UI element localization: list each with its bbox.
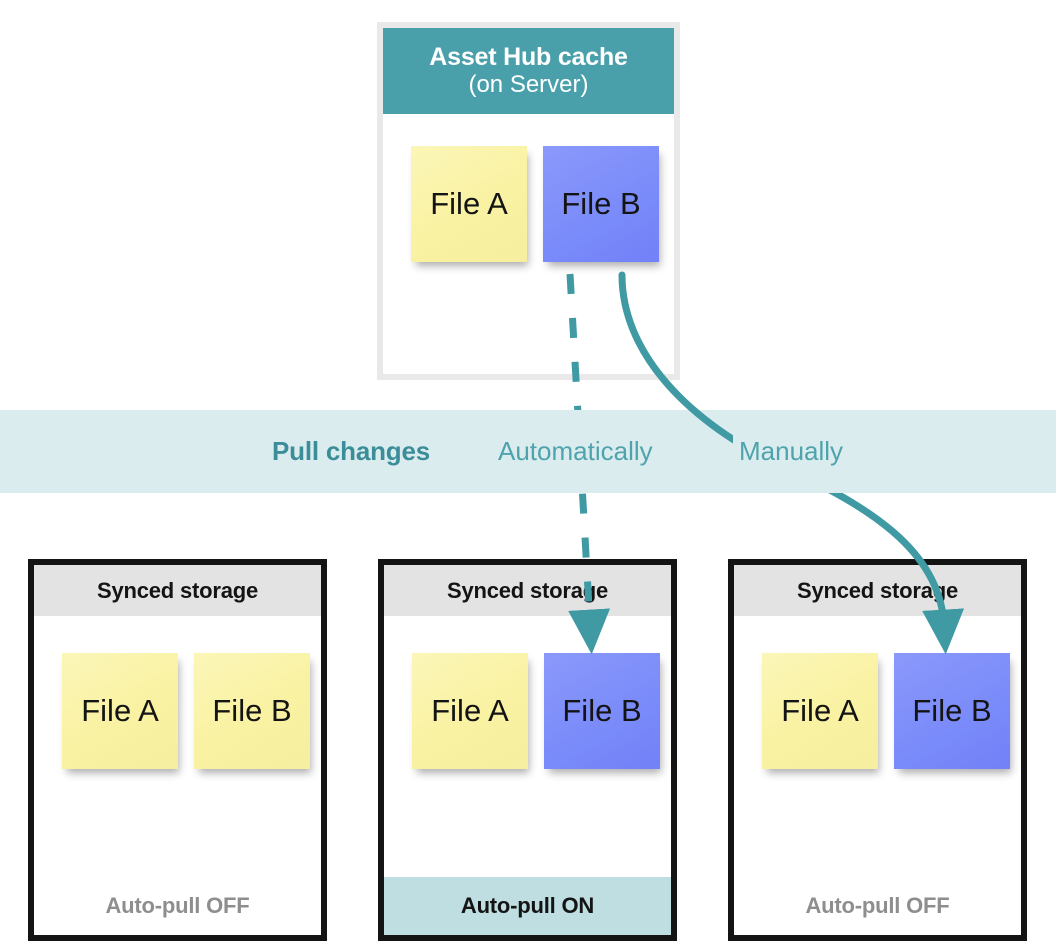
store-1-file-a-label: File A bbox=[81, 693, 159, 728]
store-2-file-b-card[interactable]: File B bbox=[544, 653, 660, 769]
synced-storage-body-3: File A File B bbox=[734, 616, 1021, 879]
store-2-file-a-card[interactable]: File A bbox=[412, 653, 528, 769]
synced-storage-header-2: Synced storage bbox=[384, 565, 671, 616]
hub-file-a-card[interactable]: File A bbox=[411, 146, 527, 262]
auto-pull-status-2: Auto-pull ON bbox=[384, 877, 671, 935]
asset-hub-header: Asset Hub cache (on Server) bbox=[383, 28, 674, 114]
hub-file-a-label: File A bbox=[430, 186, 508, 221]
asset-hub-subtitle: (on Server) bbox=[468, 71, 589, 99]
store-3-file-b-label: File B bbox=[912, 693, 992, 728]
synced-storage-header-3: Synced storage bbox=[734, 565, 1021, 616]
automatically-label: Automatically bbox=[492, 410, 659, 493]
synced-storage-body-2: File A File B bbox=[384, 616, 671, 879]
store-1-file-b-card[interactable]: File B bbox=[194, 653, 310, 769]
store-3-file-a-card[interactable]: File A bbox=[762, 653, 878, 769]
synced-storage-box-3: Synced storage File A File B Auto-pull O… bbox=[728, 559, 1027, 941]
hub-file-b-label: File B bbox=[561, 186, 641, 221]
manually-label: Manually bbox=[733, 410, 850, 493]
store-3-file-b-card[interactable]: File B bbox=[894, 653, 1010, 769]
pull-changes-label: Pull changes bbox=[272, 436, 430, 466]
synced-storage-header-1: Synced storage bbox=[34, 565, 321, 616]
synced-storage-box-1: Synced storage File A File B Auto-pull O… bbox=[28, 559, 327, 941]
asset-hub-cache-container: Asset Hub cache (on Server) File A File … bbox=[377, 22, 680, 380]
store-3-file-a-label: File A bbox=[781, 693, 859, 728]
store-2-file-a-label: File A bbox=[431, 693, 509, 728]
store-2-file-b-label: File B bbox=[562, 693, 642, 728]
auto-pull-status-1: Auto-pull OFF bbox=[105, 893, 250, 918]
asset-hub-title: Asset Hub cache bbox=[429, 43, 628, 72]
synced-storage-body-1: File A File B bbox=[34, 616, 321, 879]
asset-hub-body: File A File B bbox=[383, 114, 674, 374]
synced-storage-box-2: Synced storage File A File B Auto-pull O… bbox=[378, 559, 677, 941]
store-1-file-b-label: File B bbox=[212, 693, 292, 728]
hub-file-b-card[interactable]: File B bbox=[543, 146, 659, 262]
store-1-file-a-card[interactable]: File A bbox=[62, 653, 178, 769]
auto-pull-status-3: Auto-pull OFF bbox=[805, 893, 950, 918]
